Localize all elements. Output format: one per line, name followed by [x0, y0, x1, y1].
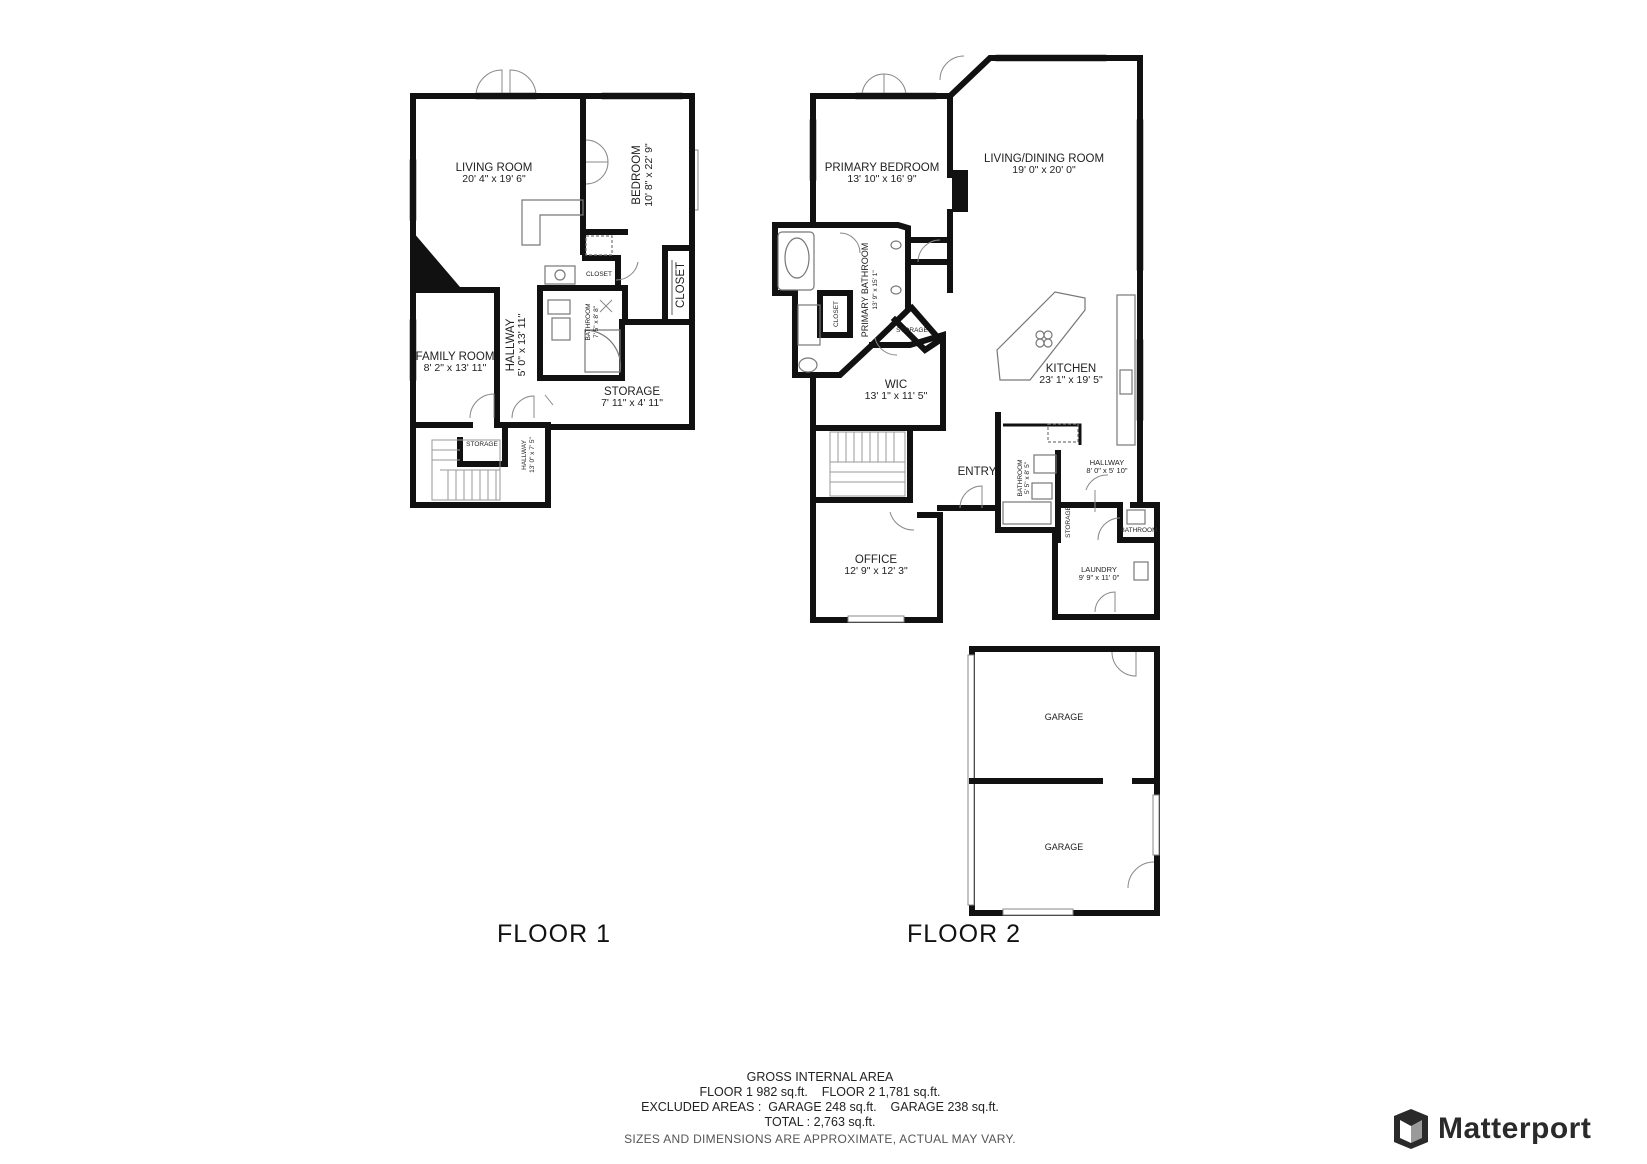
f2-laundry-dims: 9' 9" x 11' 0"	[1079, 573, 1120, 582]
f2-entry-label: ENTRY	[958, 466, 997, 478]
f1-hallway-dims: 5' 0" x 13' 11"	[516, 313, 528, 376]
f2-living-dining-label: LIVING/DINING ROOM	[984, 153, 1104, 165]
floor-2-label: FLOOR 2	[907, 920, 1021, 948]
f2-bathroom-label: BATHROOM	[1017, 459, 1024, 496]
f1-family-room-label: FAMILY ROOM	[416, 351, 495, 363]
f1-family-room-dims: 8' 2" x 13' 11"	[424, 362, 487, 374]
f2-primary-bedroom-label: PRIMARY BEDROOM	[825, 162, 940, 174]
floor-2-plan: PRIMARY BEDROOM 13' 10" x 16' 9" LIVING/…	[772, 54, 1160, 948]
f1-closet-label: CLOSET	[675, 262, 687, 308]
summary-heading: GROSS INTERNAL AREA	[746, 1070, 894, 1084]
f2-laundry-label: LAUNDRY	[1081, 565, 1117, 574]
f2-kitchen-dims: 23' 1" x 19' 5"	[1039, 374, 1103, 386]
f2-hallway-dims: 8' 0" x 5' 10"	[1086, 466, 1127, 475]
brand-name: Matterport	[1438, 1112, 1592, 1145]
f1-bedroom-dims: 10' 8" x 22' 9"	[643, 143, 655, 207]
f2-bathroom-dims: 5' 5" x 8' 5"	[1024, 461, 1031, 494]
f2-living-dining-dims: 19' 0" x 20' 0"	[1012, 164, 1076, 176]
f2-storage-label: STORAGE	[896, 327, 928, 334]
f2-bathroom-small-label: BATHROOM	[1120, 527, 1157, 534]
f2-office-dims: 12' 9" x 12' 3"	[844, 565, 908, 577]
f1-hallway2-label: HALLWAY	[521, 439, 528, 470]
f2-office-label: OFFICE	[855, 554, 897, 566]
f2-primary-bathroom-label: PRIMARY BATHROOM	[860, 243, 870, 338]
f1-hallway-label: HALLWAY	[505, 318, 517, 371]
f1-living-room-dims: 20' 4" x 19' 6"	[462, 173, 526, 185]
summary-excluded-areas: EXCLUDED AREAS : GARAGE 248 sq.ft. GARAG…	[641, 1100, 999, 1114]
f2-wic-label: WIC	[885, 379, 907, 391]
f1-storage-label: STORAGE	[604, 386, 660, 398]
f1-storage-dims: 7' 11" x 4' 11"	[601, 397, 663, 409]
f2-garage1-label: GARAGE	[1045, 712, 1084, 722]
floor-1-label: FLOOR 1	[497, 920, 611, 948]
f1-storage-small-label: STORAGE	[466, 441, 498, 448]
f1-bathroom-dims: 7' 5" x 8' 8"	[593, 305, 600, 338]
matterport-brand: Matterport	[1390, 1108, 1591, 1150]
f1-closet-small-label: CLOSET	[586, 271, 612, 278]
f2-primary-bedroom-dims: 13' 10" x 16' 9"	[847, 173, 917, 185]
f1-hallway2-dims: 13' 0" x 7' 5"	[529, 436, 536, 472]
floor-1-plan: LIVING ROOM 20' 4" x 19' 6" BEDROOM 10' …	[409, 69, 699, 948]
f2-primary-bathroom-dims: 13' 9" x 15' 1"	[872, 270, 879, 310]
f2-closet-label: CLOSET	[833, 301, 840, 327]
summary-disclaimer: SIZES AND DIMENSIONS ARE APPROXIMATE, AC…	[624, 1132, 1016, 1146]
f2-kitchen-label: KITCHEN	[1046, 363, 1096, 375]
f2-hallway-label: HALLWAY	[1090, 458, 1124, 467]
area-summary: GROSS INTERNAL AREA FLOOR 1 982 sq.ft. F…	[560, 1070, 1080, 1147]
summary-floor-areas: FLOOR 1 982 sq.ft. FLOOR 2 1,781 sq.ft.	[699, 1085, 941, 1099]
f1-bedroom-label: BEDROOM	[631, 145, 643, 204]
f1-bathroom-label: BATHROOM	[585, 303, 592, 340]
f2-wic-dims: 13' 1" x 11' 5"	[865, 390, 928, 402]
f2-storage-small-label: STORAGE	[1065, 506, 1072, 538]
matterport-logo-icon	[1394, 1109, 1428, 1149]
f1-living-room-label: LIVING ROOM	[456, 162, 533, 174]
summary-total: TOTAL : 2,763 sq.ft.	[764, 1115, 876, 1129]
f2-garage2-label: GARAGE	[1045, 842, 1084, 852]
